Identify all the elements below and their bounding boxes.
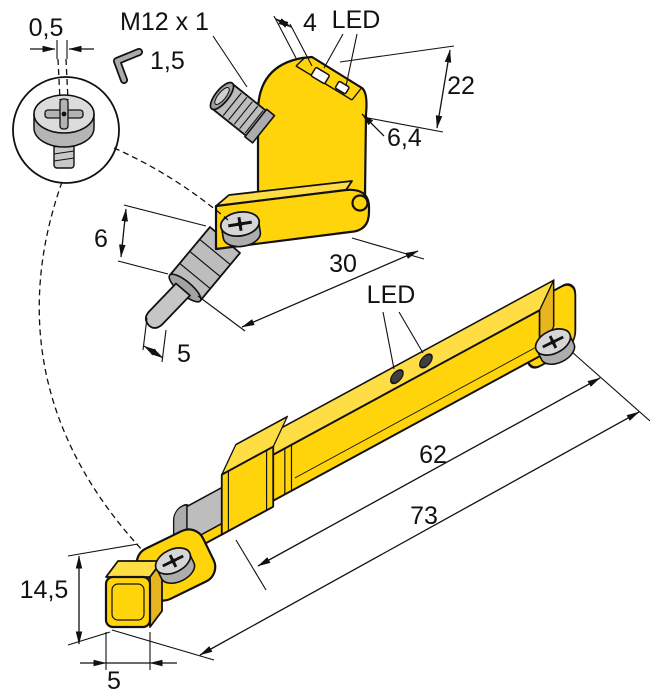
dim-30-label: 30 [329,250,357,278]
dim-5-rod-label: 5 [177,340,191,368]
detail-leader-to-end-screw [38,181,145,553]
dim-6-label: 6 [94,225,108,253]
detail-leader-to-base-screw [113,147,229,221]
screw-detail-circle [12,76,120,184]
dimension-rod-dia: 5 [142,317,191,368]
dimension-head-depth: 6,4 [361,113,422,152]
led-top-label: LED [332,6,381,34]
dim-4-label: 4 [303,9,317,37]
dimension-screw-slot: 0,5 [29,14,94,101]
dimension-overall-length: 73 [111,411,640,661]
dimension-end-height: 14,5 [20,543,139,646]
dim-22-label: 22 [447,72,475,100]
dimension-head-length: 30 [197,237,425,332]
hex-key-size-label: 1,5 [150,47,185,75]
dimension-clamp-dia: 6 [94,204,207,275]
end-block [104,560,163,629]
hex-key-icon [113,48,143,84]
dimension-end-width: 5 [80,632,177,695]
led-callout-side: LED [367,281,424,370]
led-windows-top [310,66,350,95]
phillips-screw-icon [33,94,95,169]
dim-5-end-label: 5 [107,667,121,695]
dim-145-label: 14,5 [20,576,69,604]
dimension-led-width: 4 [273,9,317,67]
led-callout-top: LED [323,6,381,87]
thread-spec-label: M12 x 1 [120,8,209,36]
m12-connector [209,81,276,144]
sensor-rod [144,282,191,329]
dim-64-label: 6,4 [387,124,422,152]
dim-screw-slot-label: 0,5 [29,14,64,42]
pivot-stub [351,194,369,212]
dimension-head-height: 22 [339,45,475,133]
thread-callout: M12 x 1 [120,8,248,88]
led-side-label: LED [367,281,416,309]
dim-73-label: 73 [410,502,438,530]
dim-62-label: 62 [419,441,447,469]
